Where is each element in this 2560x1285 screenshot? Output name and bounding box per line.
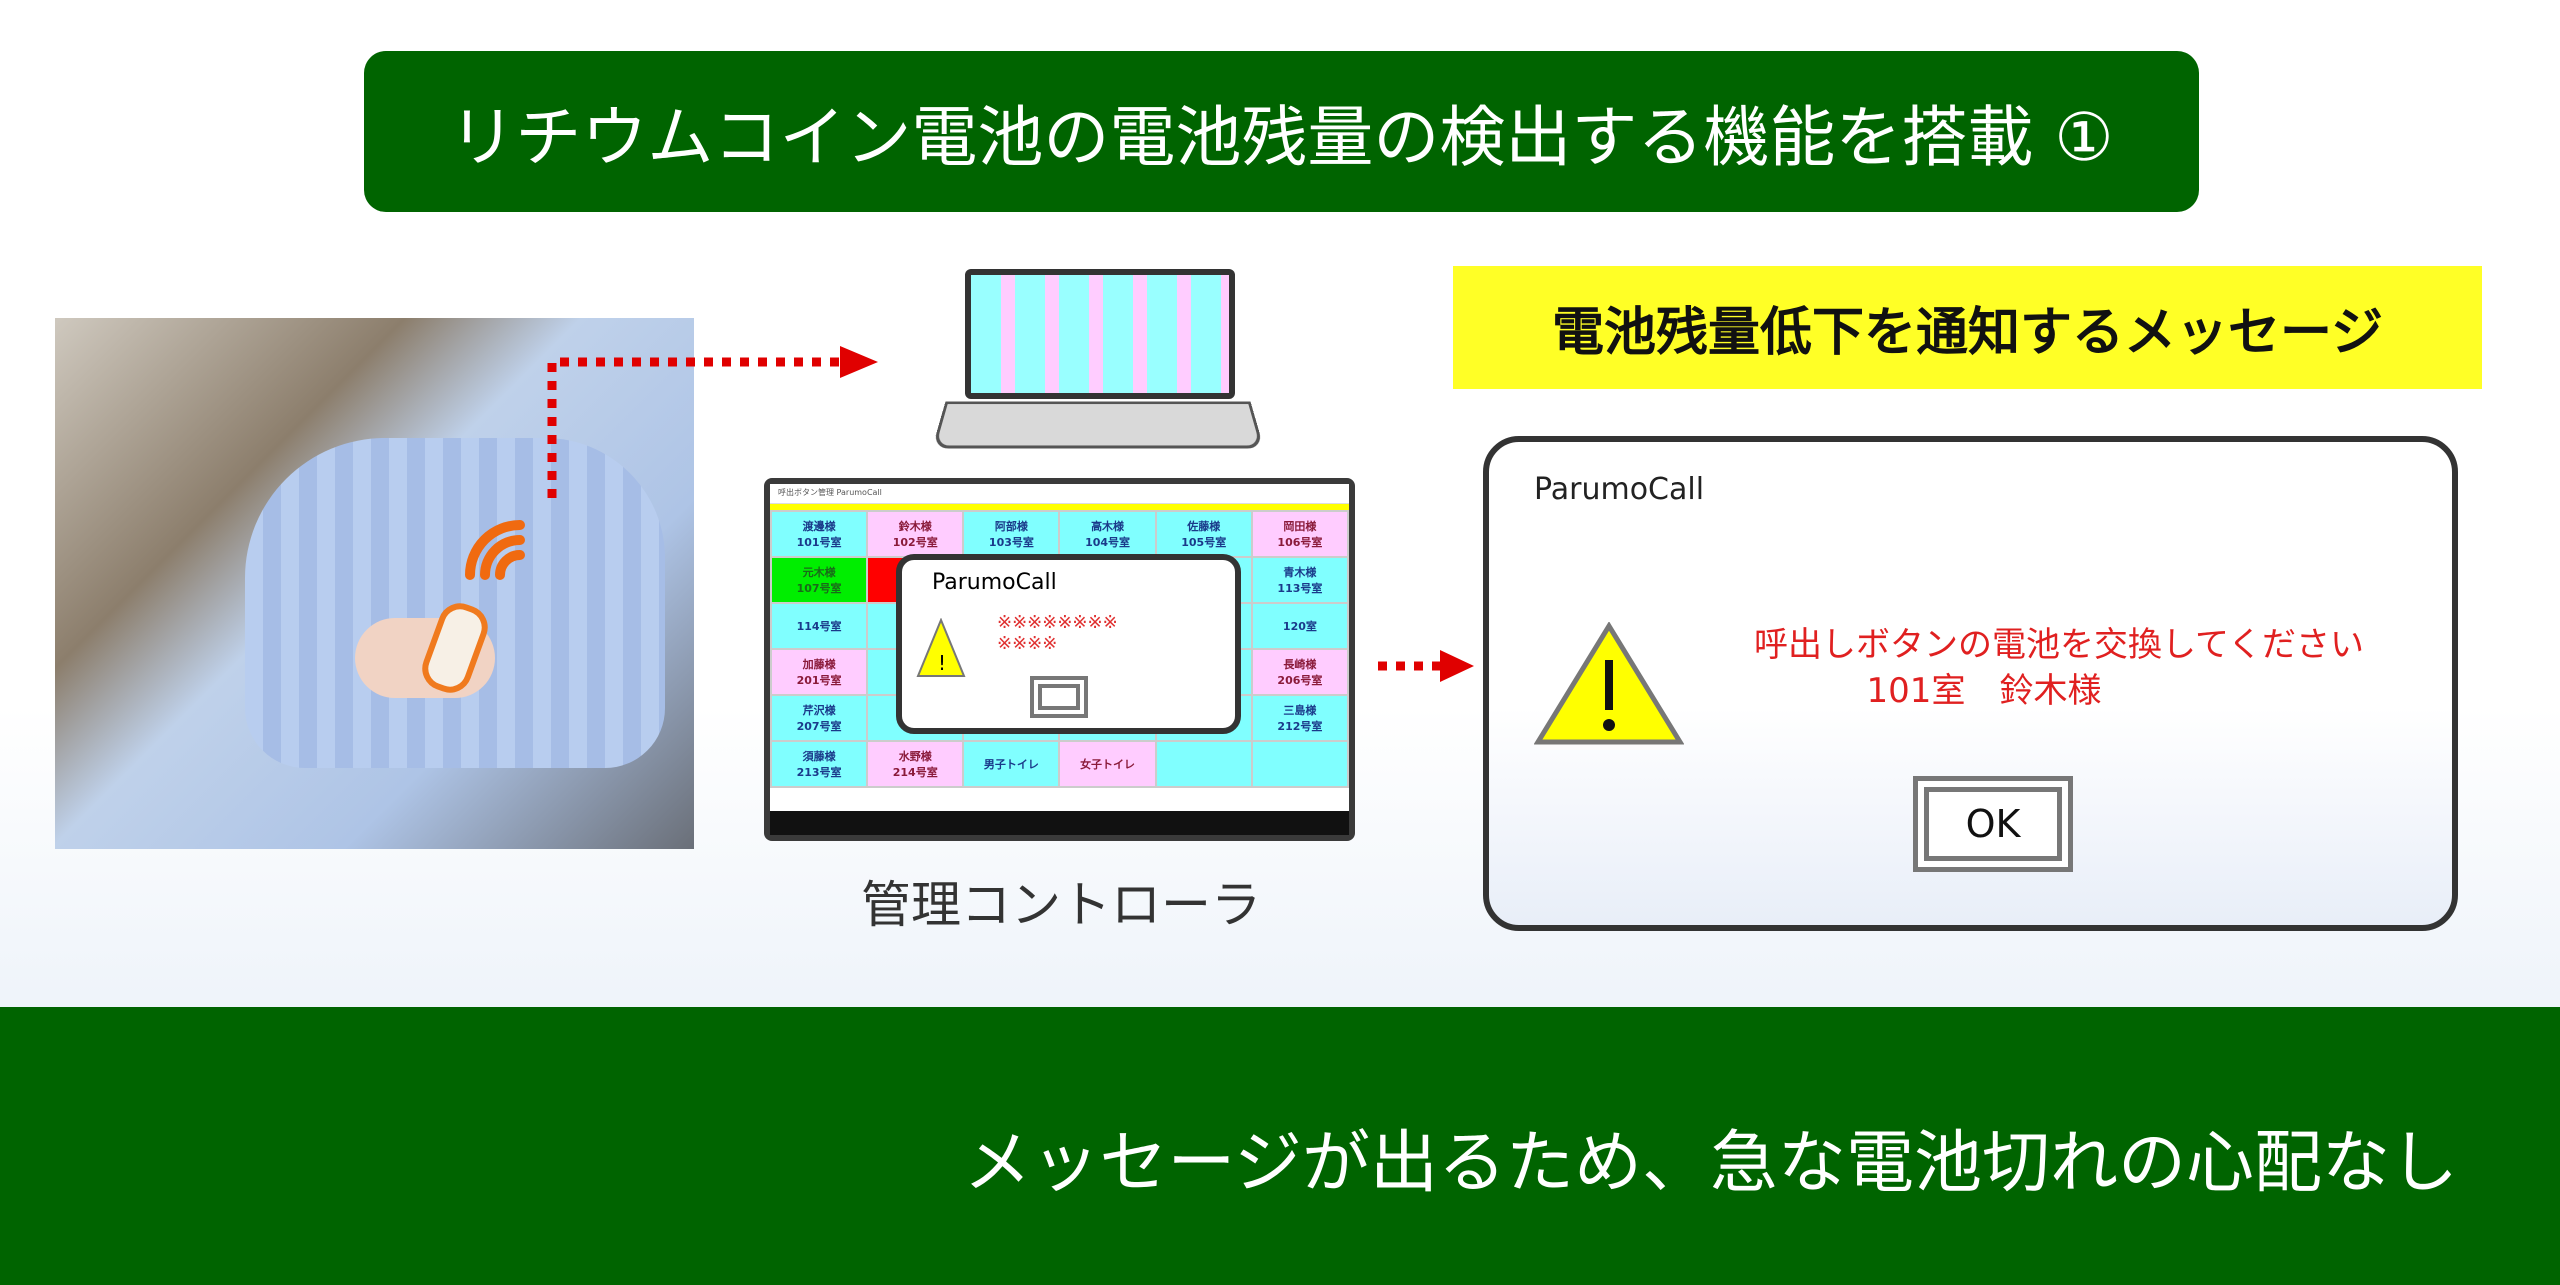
- message-line-1: 呼出しボタンの電池を交換してください: [1754, 625, 2364, 665]
- room-number: 103号室: [988, 536, 1034, 549]
- warning-icon: !: [916, 618, 966, 677]
- mini-dialog-app: ParumoCall: [932, 570, 1057, 595]
- resident-name: 水野様: [898, 750, 932, 763]
- bottom-banner: メッセージが出るため、急な電池切れの心配なし: [0, 1007, 2560, 1285]
- laptop-image: [931, 269, 1265, 457]
- title-banner: リチウムコイン電池の電池残量の検出する機能を搭載 ①: [364, 51, 2199, 212]
- room-cell[interactable]: 渡邊様 101号室: [772, 512, 867, 556]
- room-cell[interactable]: 元木様 107号室: [772, 558, 867, 602]
- call-button-photo: [55, 318, 694, 849]
- room-cell[interactable]: 阿部様 103号室: [964, 512, 1059, 556]
- resident-name: 加藤様: [802, 658, 836, 671]
- resident-name: 三島様: [1283, 704, 1317, 717]
- room-cell[interactable]: 鈴木様 102号室: [868, 512, 963, 556]
- resident-name: 長崎様: [1283, 658, 1317, 671]
- room-cell[interactable]: 長崎様 206号室: [1252, 650, 1347, 694]
- resident-name: 芹沢様: [802, 704, 836, 717]
- arrow-to-laptop: [547, 357, 840, 498]
- controller-monitor: 呼出ボタン管理 ParumoCall 渡邊様 101号室 鈴木様 102号室 阿部様 10…: [764, 478, 1355, 841]
- room-number: 104号室: [1085, 536, 1131, 549]
- svg-text:!: !: [938, 651, 946, 675]
- taskbar: [770, 811, 1349, 835]
- room-number: 201号室: [796, 674, 842, 687]
- room-number: 101号室: [796, 536, 842, 549]
- mini-dialog-message: ※※※※※※※※ ※※※※: [997, 612, 1118, 654]
- room-number: 214号室: [892, 766, 938, 779]
- room-cell[interactable]: 芹沢様 207号室: [772, 696, 867, 740]
- message-line-2: 101室 鈴木様: [1866, 671, 2102, 711]
- room-cell[interactable]: 男子トイレ: [964, 742, 1059, 786]
- ok-label: OK: [1924, 787, 2062, 861]
- room-number: 206号室: [1277, 674, 1323, 687]
- room-number: 213号室: [796, 766, 842, 779]
- resident-name: 渡邊様: [802, 520, 836, 533]
- wireless-signal-icon: [465, 520, 525, 580]
- dialog-app-title: ParumoCall: [1534, 472, 1705, 507]
- room-number: 207号室: [796, 720, 842, 733]
- mini-ok-button: [1030, 676, 1088, 718]
- resident-name: 佐藤様: [1187, 520, 1221, 533]
- room-cell[interactable]: 須藤様 213号室: [772, 742, 867, 786]
- room-cell[interactable]: 岡田様 106号室: [1252, 512, 1347, 556]
- window-title: 呼出ボタン管理 ParumoCall: [770, 484, 1349, 504]
- notice-header: 電池残量低下を通知するメッセージ: [1453, 266, 2482, 389]
- dialog-message: 呼出しボタンの電池を交換してください 101室 鈴木様: [1699, 622, 2419, 714]
- room-number: 女子トイレ: [1080, 758, 1136, 771]
- room-number: 212号室: [1277, 720, 1323, 733]
- resident-name: 須藤様: [802, 750, 836, 763]
- resident-name: 高木様: [1091, 520, 1125, 533]
- room-number: 105号室: [1181, 536, 1227, 549]
- resident-name: 岡田様: [1283, 520, 1317, 533]
- room-cell[interactable]: 三島様 212号室: [1252, 696, 1347, 740]
- room-cell[interactable]: [1252, 742, 1347, 786]
- room-cell[interactable]: 水野様 214号室: [868, 742, 963, 786]
- room-cell[interactable]: 佐藤様 105号室: [1156, 512, 1251, 556]
- room-cell[interactable]: 114号室: [772, 604, 867, 648]
- room-cell[interactable]: 女子トイレ: [1060, 742, 1155, 786]
- arrowhead-icon: [1440, 650, 1474, 682]
- room-cell[interactable]: 120室: [1252, 604, 1347, 648]
- resident-name: 青木様: [1283, 566, 1317, 579]
- controller-label: 管理コントローラ: [861, 876, 1261, 934]
- room-number: 114号室: [796, 620, 842, 633]
- bottom-message: メッセージが出るため、急な電池切れの心配なし: [963, 1124, 2458, 1203]
- mini-alert-dialog: ParumoCall ! ※※※※※※※※ ※※※※: [896, 554, 1241, 734]
- resident-name: 阿部様: [994, 520, 1028, 533]
- room-number: 106号室: [1277, 536, 1323, 549]
- room-number: 男子トイレ: [983, 758, 1039, 771]
- room-cell[interactable]: 加藤様 201号室: [772, 650, 867, 694]
- room-number: 107号室: [796, 582, 842, 595]
- ok-button[interactable]: OK: [1913, 776, 2073, 872]
- room-cell[interactable]: [1156, 742, 1251, 786]
- arrowhead-icon: [840, 346, 878, 378]
- room-cell[interactable]: 青木様 113号室: [1252, 558, 1347, 602]
- warning-icon: [1534, 622, 1684, 745]
- resident-name: 鈴木様: [898, 520, 932, 533]
- room-number: 113号室: [1277, 582, 1323, 595]
- resident-name: 元木様: [802, 566, 836, 579]
- room-number: 120室: [1282, 620, 1317, 633]
- battery-alert-dialog: ParumoCall 呼出しボタンの電池を交換してください 101室 鈴木様 O…: [1483, 436, 2458, 931]
- room-cell[interactable]: 高木様 104号室: [1060, 512, 1155, 556]
- room-number: 102号室: [892, 536, 938, 549]
